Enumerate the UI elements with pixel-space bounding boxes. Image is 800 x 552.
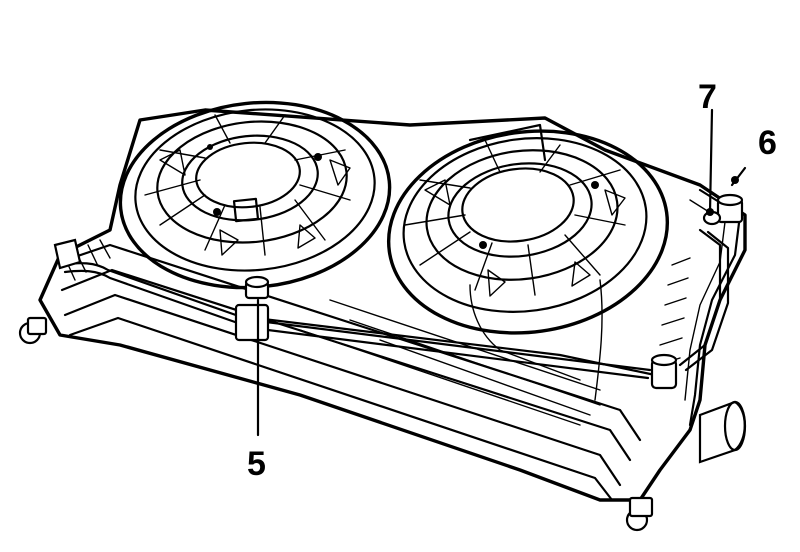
callout-label-7: 7 (698, 78, 717, 116)
callout-label-6: 6 (758, 124, 777, 162)
radiator-frame (38, 108, 747, 502)
fittings (18, 193, 747, 532)
callout-label-5: 5 (247, 445, 266, 483)
right-fan (386, 123, 670, 335)
leader-lines (256, 108, 747, 437)
coolant-lines (58, 228, 730, 401)
